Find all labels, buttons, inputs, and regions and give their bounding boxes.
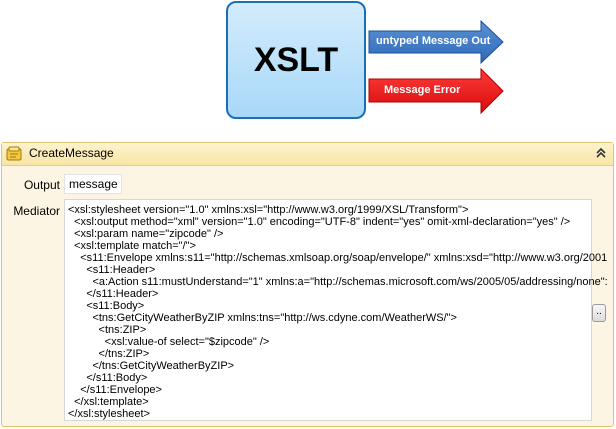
message-error-label: Message Error xyxy=(384,84,461,96)
message-activity-icon xyxy=(6,146,22,161)
mediator-code-line: <xsl:value-of select="$zipcode" /> xyxy=(68,336,270,348)
mediator-code-line: </tns:GetCityWeatherByZIP> xyxy=(68,360,235,372)
mediator-code-line: <tns:GetCityWeatherByZIP xmlns:tns="http… xyxy=(68,312,457,324)
mediator-code-line: </tns:ZIP> xyxy=(68,348,150,360)
mediator-code-line: </xsl:template> xyxy=(68,396,149,408)
mediator-label: Mediator xyxy=(13,204,60,218)
mediator-code-line: <tns:ZIP> xyxy=(68,324,147,336)
activity-header[interactable]: CreateMessage xyxy=(2,143,613,166)
mediator-code-line: <xsl:output method="xml" version="1.0" e… xyxy=(68,216,571,228)
output-arrows xyxy=(368,19,504,115)
xslt-box-label: XSLT xyxy=(253,40,339,79)
mediator-code-line: <xsl:stylesheet version="1.0" xmlns:xsl=… xyxy=(68,204,469,216)
output-value: message xyxy=(69,177,118,191)
mediator-code-line: </s11:Body> xyxy=(68,372,148,384)
ellipsis-label: .. xyxy=(596,306,602,317)
mediator-code-line: <xsl:param name="zipcode" /> xyxy=(68,228,224,240)
mediator-code-line: <a:Action s11:mustUnderstand="1" xmlns:a… xyxy=(68,276,608,288)
output-field[interactable]: message xyxy=(64,174,122,194)
mediator-code-line: </xsl:stylesheet> xyxy=(68,408,150,420)
mediator-editor[interactable]: <xsl:stylesheet version="1.0" xmlns:xsl=… xyxy=(64,199,608,421)
mediator-ellipsis-button[interactable]: .. xyxy=(592,304,606,322)
output-label: Output xyxy=(23,178,60,192)
mediator-code-line: <s11:Body> xyxy=(68,300,145,312)
message-out-label: untyped Message Out xyxy=(376,35,491,47)
mediator-code-line: </s11:Header> xyxy=(68,288,159,300)
activity-title: CreateMessage xyxy=(29,146,114,160)
xslt-diagram: XSLT untyped Message Out Message Error xyxy=(0,0,616,128)
xslt-box: XSLT xyxy=(226,1,366,119)
mediator-code-line: <xsl:template match="/"> xyxy=(68,240,196,252)
mediator-code-line: <s11:Header> xyxy=(68,264,156,276)
message-error-arrow xyxy=(368,67,504,115)
double-chevron-up-icon[interactable] xyxy=(594,146,608,160)
mediator-code-line: </s11:Envelope> xyxy=(68,384,162,396)
message-out-arrow xyxy=(368,19,504,65)
create-message-activity[interactable]: CreateMessage Output message Mediator <x… xyxy=(1,142,614,427)
mediator-code-line: <s11:Envelope xmlns:s11="http://schemas.… xyxy=(68,252,608,264)
